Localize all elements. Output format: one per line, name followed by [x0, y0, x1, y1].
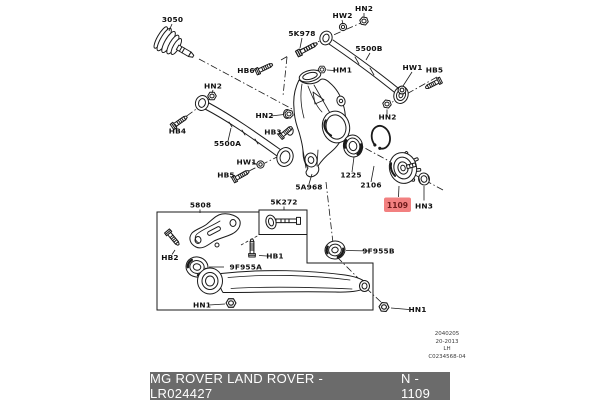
label-9f955b: 9F955B — [362, 247, 395, 256]
label-5500a: 5500A — [214, 139, 241, 148]
label-hb2: HB2 — [161, 253, 179, 262]
label-hb5-lower: HB5 — [217, 171, 235, 180]
cv-joint-boot — [153, 26, 195, 58]
nut-hn2-left — [207, 91, 217, 101]
nut-hn2-upper — [358, 16, 370, 26]
hub-1109 — [388, 151, 422, 184]
bolt-5k978 — [294, 39, 320, 58]
bolt-hb1 — [248, 238, 256, 258]
stamp-line: 20-2013 — [435, 338, 459, 345]
label-hm1: HM1 — [333, 66, 352, 75]
nut-hn2-lower — [381, 99, 393, 109]
stamp-line: C0234568-04 — [428, 353, 466, 360]
nut-hm1 — [317, 65, 327, 74]
lateral-arm-5500a — [194, 95, 294, 167]
label-hb5-upper: HB5 — [426, 66, 444, 75]
label-5a968: 5A968 — [295, 183, 322, 192]
label-hn1-front: HN1 — [193, 301, 211, 310]
snap-ring — [370, 125, 391, 150]
label-9f955a: 9F955A — [230, 263, 263, 272]
bolt-hb2 — [163, 228, 182, 248]
label-hb6: HB6 — [237, 66, 255, 75]
stamp-line: 2040205 — [434, 331, 460, 337]
caption-bar: MG ROVER LAND ROVER - LR024427 N - 1109 — [150, 371, 450, 400]
washer-hw1-upper — [397, 85, 407, 95]
washer-hw1-lower — [256, 160, 265, 169]
leader-lines — [168, 13, 425, 310]
knuckle-5a968 — [283, 69, 351, 178]
highlighted-part-number: 1109 — [387, 201, 408, 210]
drawing-stamp: 2040205 20-2013 LH C0234568-04 — [402, 331, 492, 361]
label-hw1-upper: HW1 — [402, 63, 422, 72]
nut-hn1-rear — [378, 301, 390, 313]
label-hb4: HB4 — [169, 127, 187, 136]
hub-nut-hn3 — [418, 172, 430, 186]
label-hn2-mid: HN2 — [255, 111, 273, 120]
label-hn3: HN3 — [415, 202, 433, 211]
bolt-hb6 — [254, 60, 275, 76]
mount-bracket-5808 — [189, 213, 241, 249]
stamp-line: LH — [443, 346, 451, 353]
cam-bolt-5k272 — [265, 214, 301, 230]
label-hn2-left: HN2 — [204, 82, 222, 91]
label-hw1-lower: HW1 — [236, 158, 256, 167]
label-5500b: 5500B — [355, 44, 382, 53]
trailing-arm — [197, 267, 370, 295]
washer-hw2 — [338, 22, 348, 32]
label-hw2: HW2 — [332, 11, 352, 20]
label-hb1: HB1 — [266, 252, 284, 261]
bushing-9f955b — [324, 240, 346, 260]
label-hn2-upper: HN2 — [355, 4, 373, 13]
label-5k978: 5K978 — [288, 29, 315, 38]
label-5k272: 5K272 — [270, 198, 297, 207]
bracket-dashed-leader — [240, 234, 260, 246]
figure-ref-number: N - 1109 — [400, 371, 431, 400]
label-1225: 1225 — [340, 171, 361, 180]
label-hn2-lower: HN2 — [378, 113, 396, 122]
nut-hn1-front — [225, 298, 237, 308]
brand-part-number: MG ROVER LAND ROVER - LR024427 — [150, 371, 324, 400]
label-3050: 3050 — [162, 15, 183, 24]
label-2106: 2106 — [360, 181, 381, 190]
label-hn1-rear: HN1 — [408, 305, 426, 314]
wheel-bearing — [342, 134, 364, 158]
highlighted-part-badge[interactable]: 1109 — [384, 197, 411, 213]
part-labels: 3050 5K978 HW2 HN2 5500B HB6 HM1 HN2 HB4… — [161, 4, 443, 314]
label-hb3: HB3 — [264, 128, 282, 137]
label-5808: 5808 — [190, 201, 211, 210]
